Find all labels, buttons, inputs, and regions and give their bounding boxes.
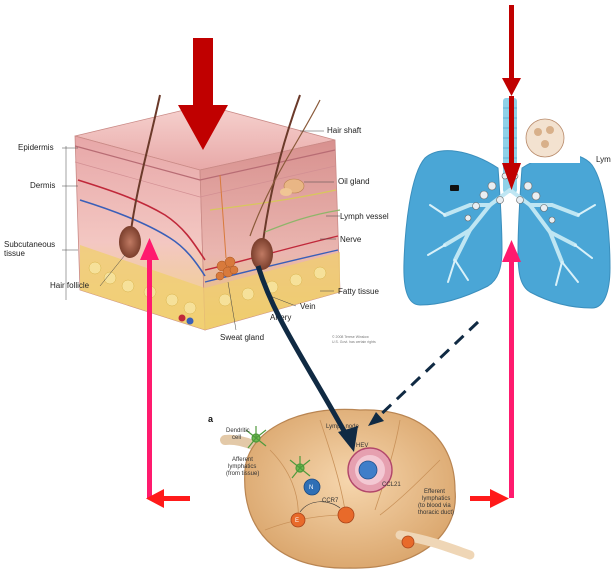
label-e-cell: E bbox=[295, 518, 299, 524]
artery-cross-section bbox=[179, 315, 186, 322]
label-vein: Vein bbox=[300, 302, 316, 311]
label-efferent-3: (to blood via bbox=[418, 503, 451, 509]
label-ccl21: CCL21 bbox=[382, 482, 401, 488]
effector-cell-2 bbox=[338, 507, 354, 523]
label-afferent-3: (from tissue) bbox=[226, 471, 259, 477]
label-dermis: Dermis bbox=[30, 181, 55, 190]
panel-letter-a: a bbox=[208, 414, 214, 424]
label-epidermis: Epidermis bbox=[18, 143, 54, 152]
hev-lymphocyte bbox=[359, 461, 377, 479]
label-hair-shaft: Hair shaft bbox=[327, 126, 362, 135]
label-n-cell: N bbox=[309, 485, 313, 491]
label-hev: HEV bbox=[356, 443, 368, 449]
label-subcutaneous-1: Subcutaneous bbox=[4, 240, 55, 249]
label-efferent-4: thoracic duct) bbox=[418, 510, 454, 516]
label-sweat-gland: Sweat gland bbox=[220, 333, 264, 342]
copyright-line-2: U.S. Govt. has certain rights bbox=[332, 340, 376, 344]
label-ccr7: CCR7 bbox=[322, 498, 339, 504]
label-lymph-vessel: Lymph vessel bbox=[340, 212, 389, 221]
label-efferent-1: Efferent bbox=[424, 489, 445, 495]
label-lymph-truncated: Lym bbox=[596, 155, 611, 164]
label-dendritic-1: Dendritic bbox=[226, 428, 250, 434]
lung-to-node-arrow bbox=[375, 322, 478, 420]
lung-left bbox=[404, 151, 502, 305]
label-efferent-2: lymphatics bbox=[422, 496, 450, 502]
return-arrow-lungs bbox=[502, 240, 521, 498]
hair-follicle-right bbox=[251, 238, 273, 270]
label-fatty-tissue: Fatty tissue bbox=[338, 287, 379, 296]
label-oil-gland: Oil gland bbox=[338, 177, 370, 186]
efferent-left-arrow bbox=[146, 489, 190, 508]
node-marker bbox=[450, 185, 459, 191]
label-subcutaneous-2: tissue bbox=[4, 249, 25, 258]
effector-cell-3 bbox=[402, 536, 414, 548]
copyright-line-1: © 2008 Terese Winslow bbox=[332, 335, 369, 339]
vein-cross-section bbox=[187, 318, 194, 325]
inset-lymph-node bbox=[526, 119, 564, 157]
label-nerve: Nerve bbox=[340, 235, 362, 244]
label-afferent-2: lymphatics bbox=[228, 464, 256, 470]
label-hair-follicle: Hair follicle bbox=[50, 281, 90, 290]
label-afferent-1: Afferent bbox=[232, 457, 253, 463]
lung-right bbox=[518, 154, 610, 308]
efferent-right-arrow bbox=[470, 489, 509, 508]
label-dendritic-2: cell bbox=[232, 435, 241, 441]
hair-follicle-left bbox=[119, 226, 141, 258]
oil-gland-lobe bbox=[280, 188, 292, 196]
lungs-illustration: Lym bbox=[404, 98, 611, 308]
